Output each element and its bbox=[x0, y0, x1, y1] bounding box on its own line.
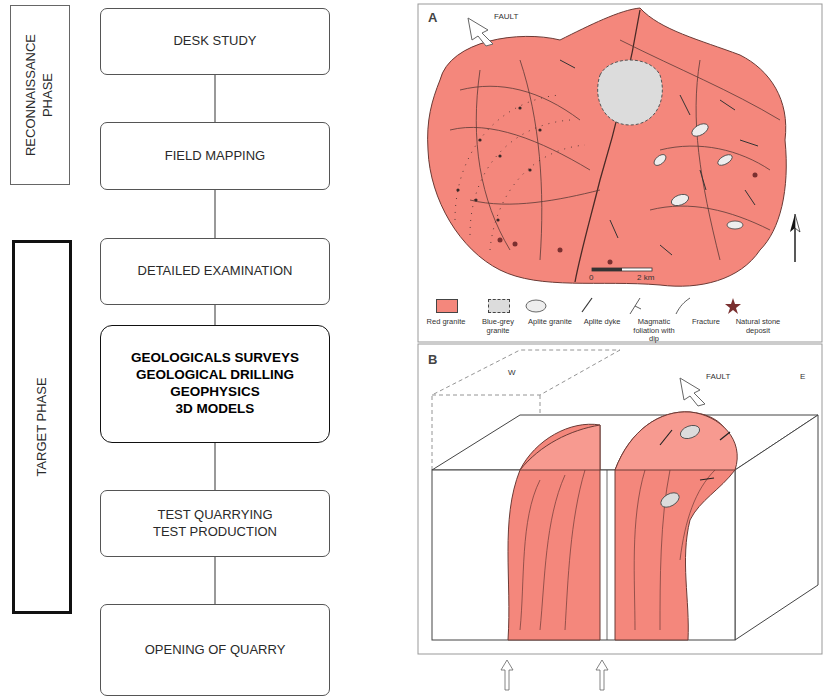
process-box: OPENING OF QUARRY bbox=[100, 604, 330, 696]
legend-swatch bbox=[436, 299, 458, 313]
panel-frame bbox=[418, 4, 822, 342]
legend-text: Natural stone deposit bbox=[733, 318, 783, 335]
panel-letter: A bbox=[428, 10, 437, 25]
scale-number: 2 km bbox=[637, 273, 654, 282]
aplite-dykes bbox=[560, 60, 758, 255]
process-box: TEST QUARRYINGTEST PRODUCTION bbox=[100, 490, 330, 557]
aplite-granite-bodies bbox=[652, 121, 743, 229]
panel-letter: B bbox=[428, 352, 437, 367]
step-text: GEOLOGICAL DRILLING bbox=[130, 367, 300, 384]
dykes-in-block bbox=[660, 430, 730, 480]
process-box: FIELD MAPPING bbox=[100, 122, 330, 190]
legend-swatch bbox=[488, 299, 510, 313]
legend-text: Magmatic foliation with dip bbox=[629, 318, 679, 344]
phase-label: RECONNAISSANCE PHASE bbox=[23, 7, 57, 183]
legend-text: Blue-grey granite bbox=[473, 318, 523, 335]
north-arrow bbox=[790, 214, 800, 262]
scale-bar bbox=[592, 268, 652, 271]
granite-massif bbox=[428, 8, 787, 286]
process-box: DESK STUDY bbox=[100, 8, 330, 75]
fractures bbox=[450, 40, 780, 260]
stone-deposits bbox=[498, 173, 758, 265]
flow-connector bbox=[214, 305, 215, 325]
fault-arrow bbox=[680, 378, 705, 406]
legend-text: Red granite bbox=[421, 318, 471, 327]
magmatic-foliation bbox=[455, 95, 585, 250]
legend-symbols bbox=[526, 298, 741, 314]
legend-text: Aplite dyke bbox=[577, 318, 627, 327]
flow-connector bbox=[214, 557, 215, 604]
foliation-traces bbox=[520, 470, 715, 630]
granite-pluton bbox=[508, 412, 737, 640]
process-box: GEOLOGICALS SURVEYSGEOLOGICAL DRILLINGGE… bbox=[100, 325, 330, 443]
aplite-in-block bbox=[658, 423, 701, 510]
step-text: OPENING OF QUARRY bbox=[139, 642, 292, 658]
flow-connector bbox=[214, 190, 215, 238]
step-text: DETAILED EXAMINATION bbox=[132, 263, 299, 279]
phase-band: TARGET PHASE bbox=[12, 240, 72, 614]
direction-label: W bbox=[508, 368, 516, 377]
step-text: GEOLOGICALS SURVEYS bbox=[125, 350, 305, 367]
step-text: 3D MODELS bbox=[170, 401, 261, 418]
scale-number: 0 bbox=[589, 273, 593, 282]
phase-label: TARGET PHASE bbox=[34, 242, 51, 612]
phase-band: RECONNAISSANCE PHASE bbox=[10, 5, 70, 185]
step-text: TEST PRODUCTION bbox=[147, 524, 283, 540]
fault-plane bbox=[607, 470, 608, 640]
panel-frame bbox=[418, 344, 822, 654]
flow-connector bbox=[214, 443, 215, 490]
flow-connector bbox=[214, 75, 215, 122]
legend-text: Fracture bbox=[681, 318, 731, 327]
fault-label: FAULT bbox=[494, 12, 518, 21]
foliation-dip-dots bbox=[456, 106, 541, 221]
step-text: TEST QUARRYING bbox=[151, 507, 278, 523]
direction-label: E bbox=[800, 372, 805, 381]
step-text: GEOPHYSICS bbox=[164, 384, 265, 401]
blue-grey-granite bbox=[598, 60, 663, 125]
fault-label: FAULT bbox=[706, 372, 730, 381]
fault-line bbox=[575, 10, 640, 282]
legend-text: Aplite granite bbox=[525, 318, 575, 327]
step-text: FIELD MAPPING bbox=[159, 148, 271, 164]
fault-arrow bbox=[468, 18, 493, 46]
step-text: DESK STUDY bbox=[167, 33, 262, 49]
magma-arrows bbox=[501, 660, 608, 690]
process-box: DETAILED EXAMINATION bbox=[100, 238, 330, 305]
